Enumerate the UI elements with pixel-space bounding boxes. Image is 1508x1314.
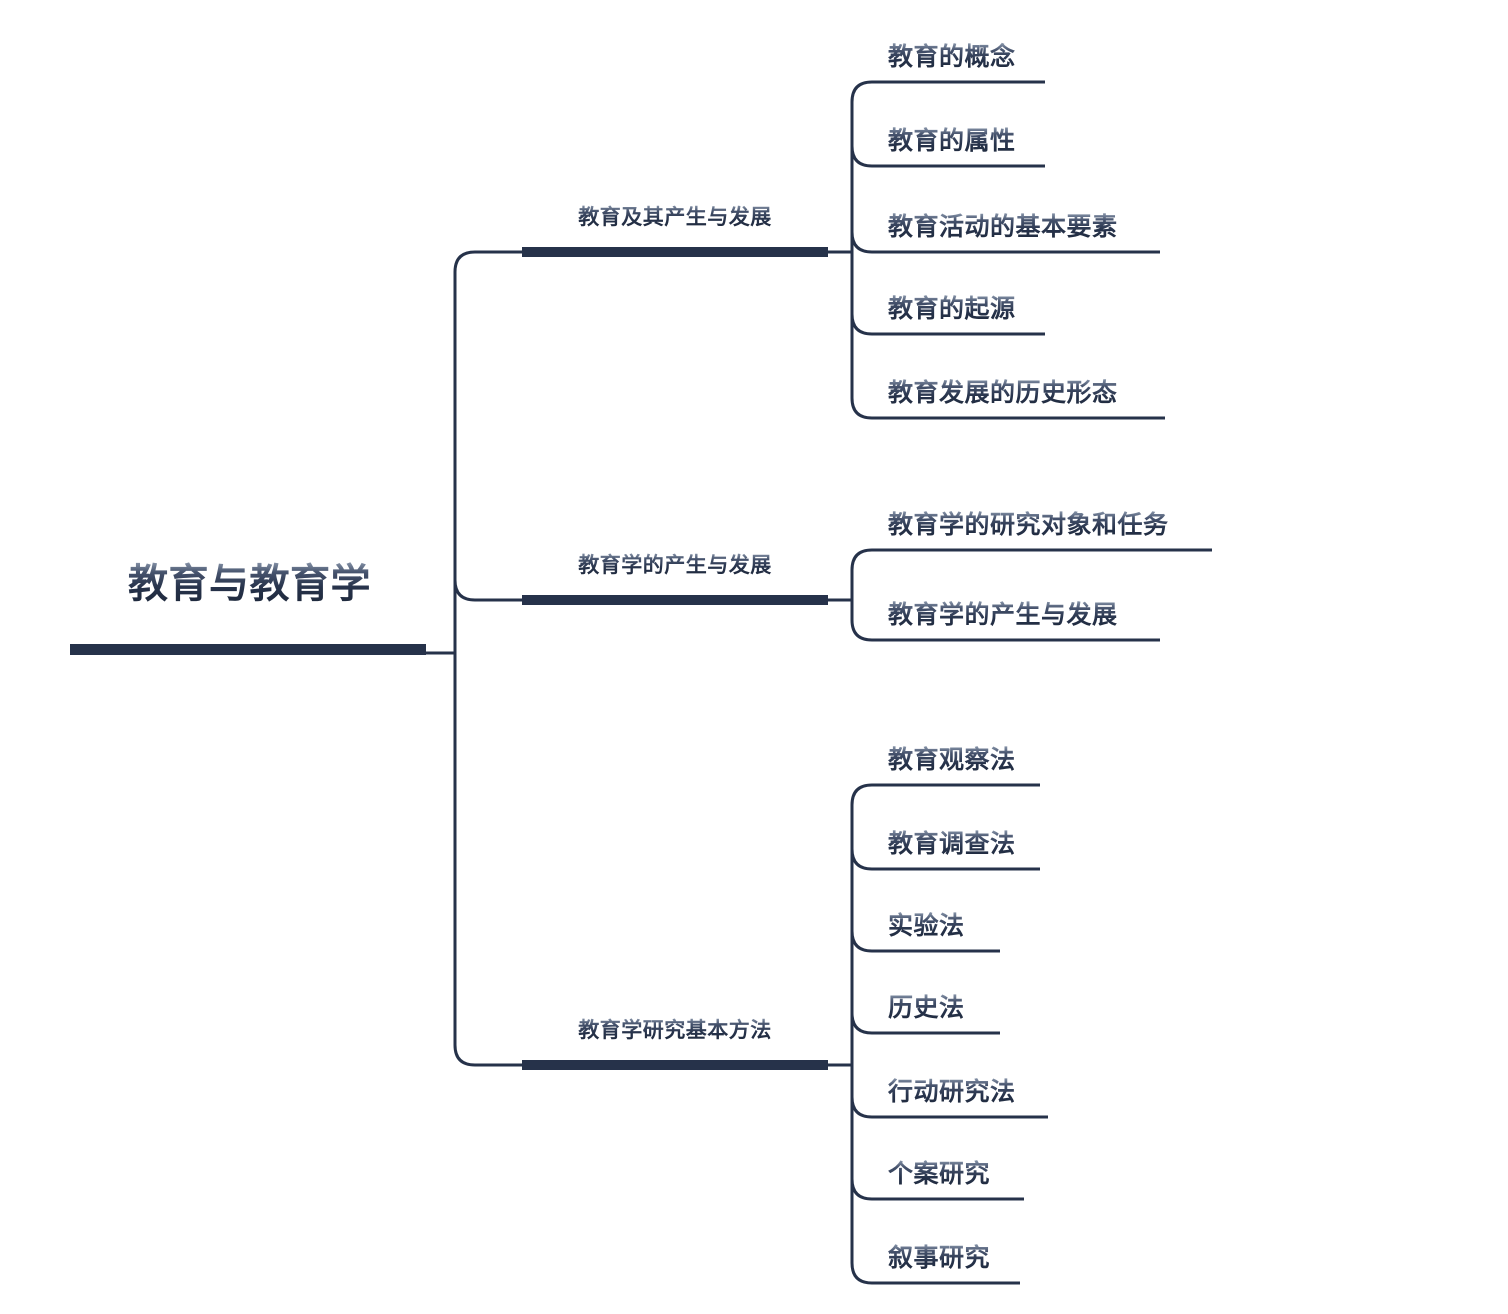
leaf-label: 教育学的产生与发展	[888, 600, 1160, 632]
branch-underline-bar	[522, 1060, 828, 1070]
mindmap-leaf-node[interactable]: 实验法	[888, 911, 1000, 943]
mindmap-leaf-node[interactable]: 教育学的产生与发展	[888, 600, 1160, 632]
root-underline-bar	[70, 644, 426, 655]
mindmap-branch-node[interactable]: 教育及其产生与发展	[522, 204, 828, 257]
mindmap-branch-node[interactable]: 教育学的产生与发展	[522, 552, 828, 605]
mindmap-leaf-node[interactable]: 教育的起源	[888, 294, 1045, 326]
leaf-label: 教育的概念	[888, 42, 1045, 74]
branch-label: 教育学的产生与发展	[522, 552, 828, 579]
branch-underline-bar	[522, 247, 828, 257]
mindmap-leaf-node[interactable]: 教育的属性	[888, 126, 1045, 158]
leaf-label: 教育学的研究对象和任务	[888, 510, 1212, 542]
mindmap-branch-node[interactable]: 教育学研究基本方法	[522, 1017, 828, 1070]
mindmap-leaf-node[interactable]: 教育发展的历史形态	[888, 378, 1165, 410]
leaf-label: 个案研究	[888, 1159, 1024, 1191]
mindmap-leaf-node[interactable]: 教育学的研究对象和任务	[888, 510, 1212, 542]
root-label: 教育与教育学	[70, 560, 429, 608]
leaf-label: 教育观察法	[888, 745, 1040, 777]
leaf-label: 历史法	[888, 993, 1000, 1025]
mindmap-leaf-node[interactable]: 教育观察法	[888, 745, 1040, 777]
leaf-label: 教育活动的基本要素	[888, 212, 1160, 244]
mindmap-leaf-node[interactable]: 叙事研究	[888, 1243, 1020, 1275]
mindmap-leaf-node[interactable]: 行动研究法	[888, 1077, 1048, 1109]
leaf-label: 实验法	[888, 911, 1000, 943]
leaf-label: 教育调查法	[888, 829, 1040, 861]
mindmap-leaf-node[interactable]: 教育活动的基本要素	[888, 212, 1160, 244]
leaf-label: 教育的属性	[888, 126, 1045, 158]
mindmap-leaf-node[interactable]: 教育调查法	[888, 829, 1040, 861]
leaf-label: 行动研究法	[888, 1077, 1048, 1109]
leaf-label: 教育发展的历史形态	[888, 378, 1165, 410]
branch-label: 教育学研究基本方法	[522, 1017, 828, 1044]
leaf-label: 教育的起源	[888, 294, 1045, 326]
mindmap-leaf-node[interactable]: 个案研究	[888, 1159, 1024, 1191]
leaf-label: 叙事研究	[888, 1243, 1020, 1275]
mindmap-leaf-node[interactable]: 历史法	[888, 993, 1000, 1025]
mindmap-leaf-node[interactable]: 教育的概念	[888, 42, 1045, 74]
mindmap-root-node[interactable]: 教育与教育学	[70, 560, 429, 655]
branch-underline-bar	[522, 595, 828, 605]
branch-label: 教育及其产生与发展	[522, 204, 828, 231]
